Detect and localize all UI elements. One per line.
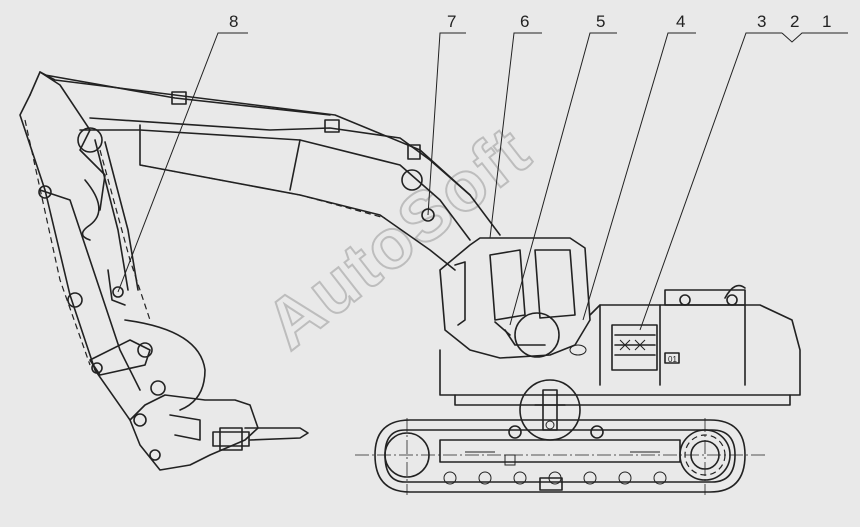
callout-8: 8 xyxy=(117,12,248,293)
undercarriage xyxy=(355,418,765,495)
arm xyxy=(19,71,151,421)
arm-cylinder xyxy=(81,139,139,291)
hydraulic-breaker xyxy=(129,394,309,471)
callout-2: 2 1 xyxy=(781,12,848,43)
swing-center-joint xyxy=(519,379,581,441)
callout-label-4: 4 xyxy=(676,12,685,31)
callout-label-1: 1 xyxy=(822,12,831,31)
callout-label-7: 7 xyxy=(447,12,456,31)
upper-house xyxy=(439,284,801,406)
panel-label: 01 xyxy=(668,355,677,364)
callout-label-3: 3 xyxy=(757,12,766,31)
boom-hoses xyxy=(44,74,471,196)
callout-label-8: 8 xyxy=(229,12,238,31)
callout-7: 7 xyxy=(427,12,466,216)
control-valve: 01 xyxy=(611,324,680,371)
sprocket xyxy=(684,434,726,476)
bucket-linkage xyxy=(89,319,206,411)
callout-label-5: 5 xyxy=(596,12,605,31)
callout-4: 4 xyxy=(582,12,696,321)
boom xyxy=(39,71,501,271)
panel-label-box xyxy=(664,352,680,364)
cab xyxy=(439,237,591,359)
callout-6: 6 xyxy=(489,12,542,239)
component-8-valve xyxy=(107,269,126,306)
callout-label-6: 6 xyxy=(520,12,529,31)
callout-label-2: 2 xyxy=(790,12,799,31)
callout-3: 3 xyxy=(639,12,782,331)
callout-5: 5 xyxy=(509,12,617,326)
